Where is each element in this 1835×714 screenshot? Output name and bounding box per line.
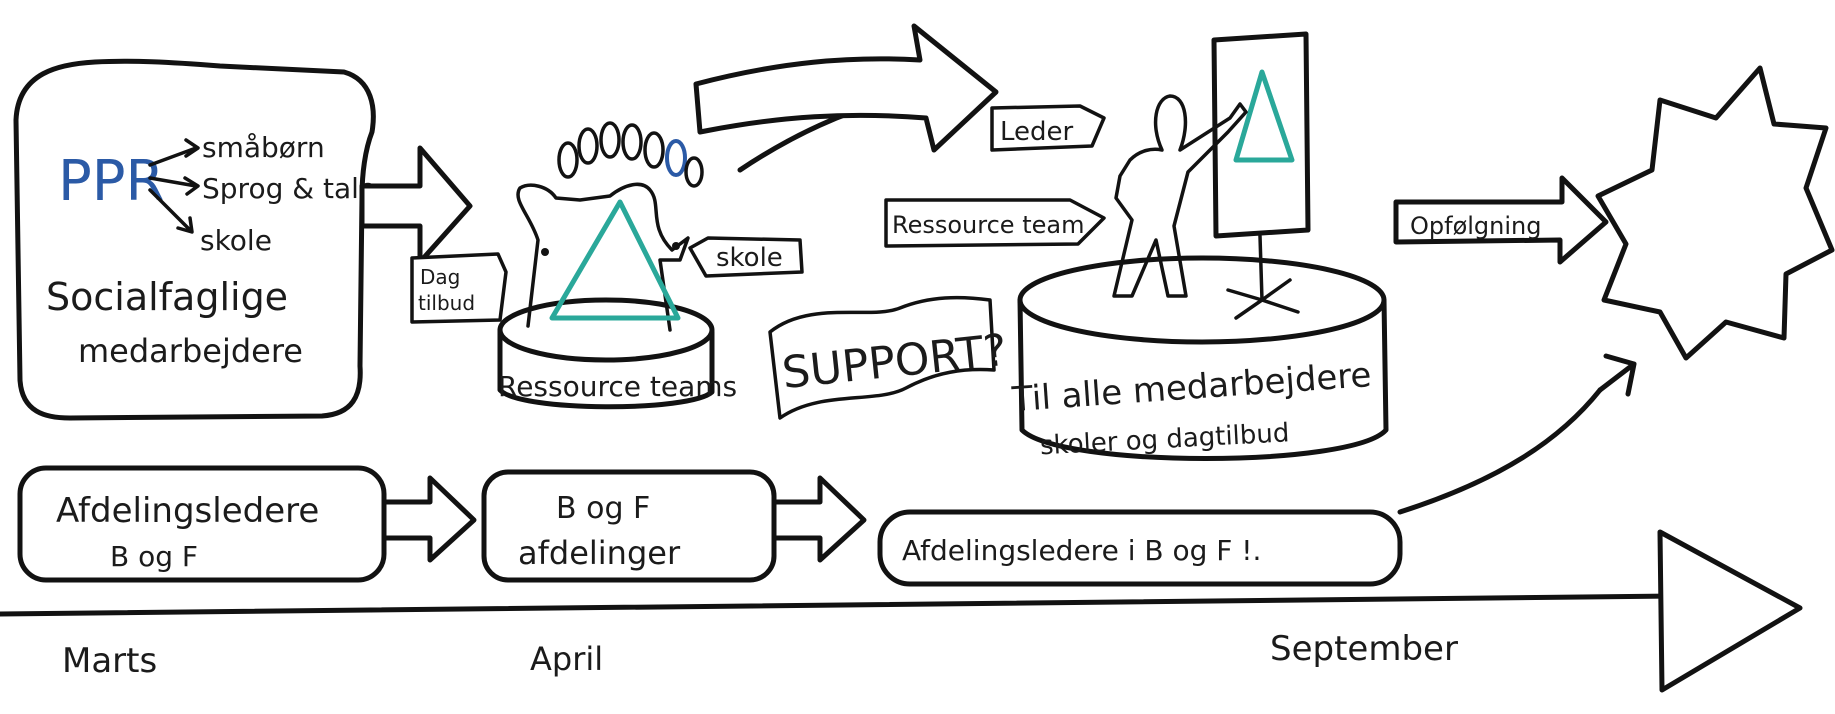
followup-label: Opfølgning — [1410, 212, 1541, 240]
branch-arrow-3 — [148, 188, 194, 234]
flipchart-triangle-icon — [1233, 69, 1295, 163]
tag-leder-label: Leder — [1000, 117, 1074, 147]
box3-label: Afdelingsledere i B og F !. — [902, 534, 1261, 567]
branch-arrow-2 — [148, 176, 200, 196]
start-box: PPR småbørn Sprog & tale skole Socialfag… — [13, 58, 376, 421]
branch-smaborn: småbørn — [202, 131, 325, 164]
presenter-cylinder-side — [1017, 297, 1389, 461]
timeline-september: September — [1270, 629, 1458, 669]
timeline-marts: Marts — [62, 641, 157, 681]
curved-fat-arrow — [693, 23, 999, 153]
support-banner: SUPPORT? — [768, 295, 1010, 420]
support-label: SUPPORT? — [780, 325, 1010, 399]
timeline-arrowhead — [1657, 529, 1803, 693]
support-banner-outline — [768, 295, 996, 420]
box1-line2: B og F — [110, 540, 198, 573]
box2-line1: B og F — [556, 491, 650, 526]
presenter-group: Til alle medarbejdere skoler og dagtilbu… — [884, 31, 1389, 461]
tag-dagtilbud — [410, 252, 508, 324]
tag-dag-label: Dag — [420, 265, 460, 289]
tag-ressource-team-label: Ressource team — [892, 211, 1084, 239]
presenter-figure — [1112, 94, 1248, 298]
flipchart-icon — [1211, 31, 1311, 320]
rise-arrow-head — [1597, 353, 1637, 397]
rise-arrow-line — [1397, 387, 1603, 515]
followup-arrow: Opfølgning — [1393, 175, 1609, 265]
tag-tilbud-label: tilbud — [418, 291, 475, 315]
box1-line1: Afdelingsledere — [56, 491, 319, 531]
hand-dot-right — [672, 242, 680, 250]
ppr-label: PPR — [58, 149, 164, 214]
fat-arrow-2 — [381, 475, 477, 563]
box2-line2: afdelinger — [518, 534, 681, 572]
timeline-april: April — [530, 640, 603, 678]
team-figure-outline — [516, 182, 690, 332]
fat-arrow-3 — [771, 475, 867, 563]
ressource-teams-group: Ressource teams Dag tilbud skole — [410, 121, 804, 410]
fat-arrow-1 — [359, 145, 473, 265]
hand-dot-left — [541, 248, 549, 256]
medarbejdere-label: medarbejdere — [78, 332, 303, 370]
cylinder-top — [497, 297, 715, 363]
start-box-outline — [13, 58, 376, 421]
presenter-cylinder-top — [1017, 255, 1387, 345]
box-afdelingsledere-bogf — [877, 509, 1403, 587]
bottom-row: Afdelingsledere B og F B og F afdelinger… — [17, 353, 1637, 587]
starburst-icon — [1595, 65, 1835, 361]
tag-skole-label: skole — [716, 243, 783, 273]
branch-skole: skole — [200, 224, 272, 257]
timeline: Marts April September — [0, 529, 1803, 693]
branch-sprog-tale: Sprog & tale — [202, 172, 376, 205]
people-heads-icon — [557, 121, 704, 188]
tag-ressource-team — [884, 198, 1106, 248]
followup-arrow-shape — [1393, 175, 1609, 265]
tag-skole — [688, 236, 804, 278]
tag-leder — [990, 104, 1106, 152]
socialfaglige-label: Socialfaglige — [46, 275, 288, 319]
ressource-teams-label: Ressource teams — [498, 370, 737, 403]
branch-arrow-1 — [148, 138, 200, 167]
timeline-axis — [0, 593, 1681, 617]
triangle-icon — [549, 199, 681, 321]
